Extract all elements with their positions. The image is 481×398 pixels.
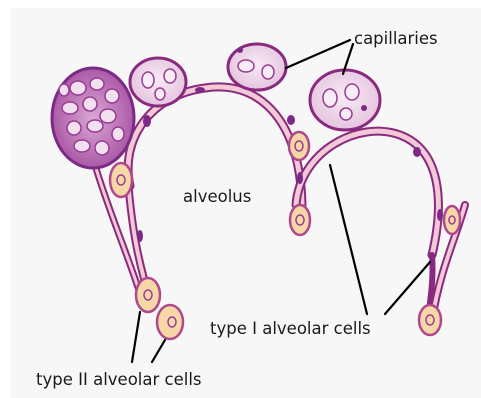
type2-cell-6: [444, 206, 460, 234]
capillary-2: [228, 44, 286, 90]
type1-cells-label: type I alveolar cells: [210, 319, 371, 338]
large-capillary: [52, 68, 134, 168]
type2-cell-2: [136, 278, 160, 312]
type2-cell-7: [419, 305, 441, 335]
type2-cells-label: type II alveolar cells: [36, 370, 202, 389]
type2-cell-1: [110, 163, 132, 197]
capillaries-label: capillaries: [354, 29, 438, 48]
type2-cell-3: [157, 305, 183, 339]
capillary-3: [310, 70, 380, 130]
capillary-1: [130, 58, 186, 106]
type2-cell-5: [289, 132, 309, 160]
type2-cell-4: [290, 205, 310, 235]
alveolus-label: alveolus: [183, 187, 251, 206]
